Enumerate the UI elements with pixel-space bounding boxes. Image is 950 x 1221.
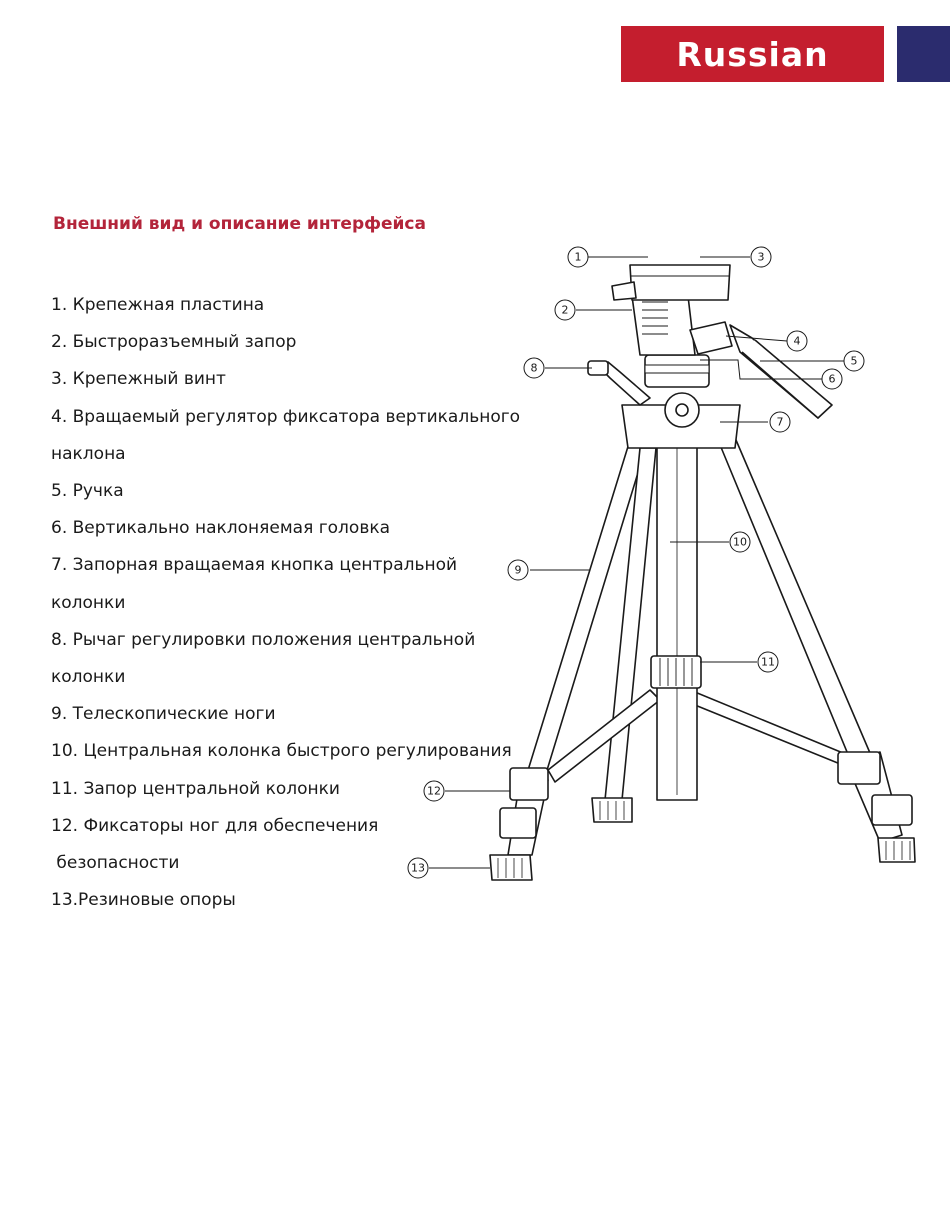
list-item: 2. Быстроразъемный запор [51,324,521,361]
tilt-lock-knob [689,321,733,355]
list-item: 13.Резиновые опоры [51,882,521,919]
svg-text:5: 5 [851,355,858,368]
callout-4: 4 [786,330,808,352]
svg-text:11: 11 [761,656,775,669]
list-item: 5. Ручка [51,473,521,510]
tripod-diagram: 1 3 2 4 5 6 7 8 9 10 11 12 13 [407,246,916,881]
svg-text:4: 4 [794,335,801,348]
language-label: Russian [676,34,829,74]
callout-1: 1 [567,246,589,268]
list-item: 11. Запор центральной колонки [51,771,521,808]
callout-13: 13 [407,857,429,879]
part-1-text: 1. Крепежная пластина [51,295,265,315]
part-12-continuation: безопасности [51,853,180,874]
list-item: 1. Крепежная пластина [51,287,521,324]
part-11-text: 11. Запор центральной колонки [51,778,340,799]
callout-3: 3 [750,246,772,268]
list-item: 9. Телескопические ноги [51,696,521,733]
svg-text:2: 2 [562,304,569,317]
list-item: 7. Запорная вращаемая кнопка центральной… [51,547,521,621]
part-7-continuation: колонки [51,592,126,613]
leg-lock-clamp [499,807,537,839]
svg-text:10: 10 [733,536,747,549]
callout-10: 10 [729,531,751,553]
language-tab: Russian [621,26,884,82]
decorative-blue-tab [897,26,950,82]
list-item: 3. Крепежный винт [51,361,521,398]
callout-12: 12 [423,780,445,802]
svg-text:3: 3 [758,251,765,264]
quick-release-lever [611,281,637,301]
part-9-text: 9. Телескопические ноги [51,704,276,725]
callout-6: 6 [821,368,843,390]
list-item: 10. Центральная колонка быстрого регулир… [51,733,521,770]
part-8-text: 8. Рычаг регулировки положения центральн… [51,629,476,650]
parts-list: 1. Крепежная пластина 2. Быстроразъемный… [51,287,521,919]
part-5-text: 5. Ручка [51,481,124,502]
callout-7: 7 [769,411,791,433]
callout-2: 2 [554,299,576,321]
svg-text:13: 13 [411,862,425,875]
list-item: 8. Рычаг регулировки положения центральн… [51,622,521,696]
svg-text:7: 7 [777,416,784,429]
callout-8: 8 [523,357,545,379]
part-3-text: 3. Крепежный винт [51,369,226,390]
callout-markers: 1 3 2 4 5 6 7 8 9 10 11 12 13 [407,246,865,879]
list-item: 6. Вертикально наклоняемая головка [51,510,521,547]
svg-text:8: 8 [531,362,538,375]
svg-text:1: 1 [575,251,582,264]
rubber-foot [591,797,633,823]
svg-text:12: 12 [427,785,441,798]
part-2-text: 2. Быстроразъемный запор [51,332,297,353]
leg-lock-clamp [871,794,913,826]
callout-5: 5 [843,350,865,372]
leg-lock-clamp [837,751,881,785]
tripod-drawing [489,264,916,881]
svg-text:6: 6 [829,373,836,386]
rubber-foot [877,837,916,863]
list-item: 4. Вращаемый регулятор фиксатора вертика… [51,399,521,473]
callout-11: 11 [757,651,779,673]
leg-lock-clamp [509,767,549,801]
mounting-plate [629,264,731,301]
part-6-text: 6. Вертикально наклоняемая головка [51,518,391,539]
list-item: 12. Фиксаторы ног для обеспечения безопа… [51,808,521,882]
part-13-text: 13.Резиновые опоры [51,890,236,911]
part-12-text: 12. Фиксаторы ног для обеспечения [51,815,379,836]
part-4-continuation: наклона [51,443,126,464]
svg-text:9: 9 [515,564,522,577]
part-4-text: 4. Вращаемый регулятор фиксатора вертика… [51,406,521,427]
part-8-continuation: колонки [51,667,126,688]
section-heading: Внешний вид и описание интерфейса [53,214,426,234]
part-7-text: 7. Запорная вращаемая кнопка центральной [51,555,458,576]
part-10-text: 10. Центральная колонка быстрого регулир… [51,741,512,762]
rubber-foot [489,854,533,881]
callout-leaders [429,256,844,869]
callout-9: 9 [507,559,529,581]
